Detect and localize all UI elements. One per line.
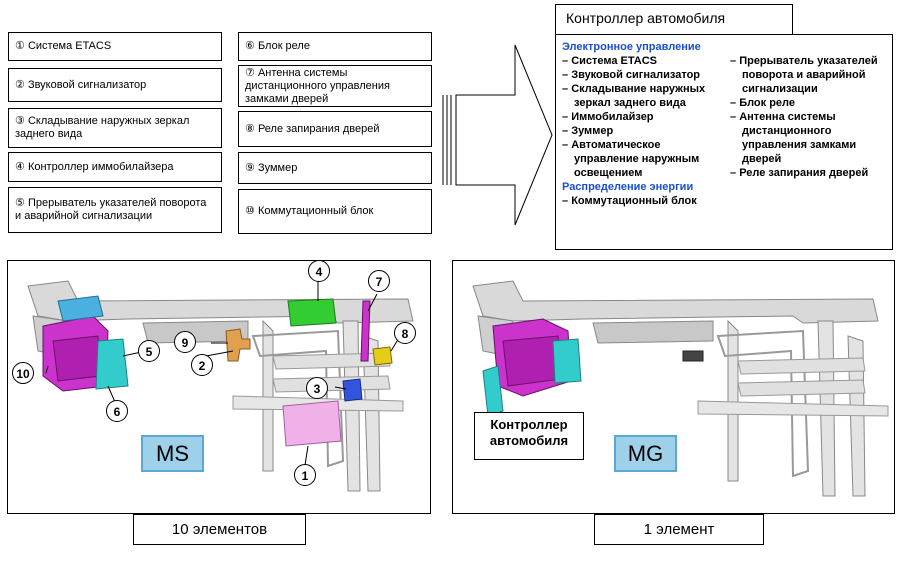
callout-9: 9 (174, 331, 196, 353)
callout-10: 10 (12, 362, 34, 384)
legend-item-9: ⑨ Зуммер (238, 152, 432, 184)
controller-item: – Реле запирания дверей (730, 167, 869, 179)
legend-text-10: Коммутационный блок (257, 205, 374, 217)
legend-text-2: Звуковой сигнализатор (27, 78, 147, 91)
section-electronic: Электронное управление (562, 41, 701, 53)
legend-item-1: ① Система ETACS (8, 32, 222, 61)
legend-item-5: ⑤ Прерыватель указателей поворота и авар… (8, 187, 222, 233)
callout-5: 5 (138, 340, 160, 362)
ms-dashboard-illustration (27, 280, 414, 492)
legend-item-3: ③ Складывание наружных зеркал заднего ви… (8, 108, 222, 148)
ms-badge: MS (141, 435, 204, 472)
controller-item: – Складывание наружных зеркал заднего ви… (562, 83, 706, 109)
legend-item-8: ⑧ Реле запирания дверей (238, 111, 432, 147)
controller-label: Контроллер автомобиля (474, 412, 584, 460)
legend-item-10: ⑩ Коммутационный блок (238, 189, 432, 234)
controller-item: – Прерыватель указателей поворота и авар… (730, 55, 878, 95)
ms-caption: 10 элементов (133, 514, 306, 545)
callout-6: 6 (106, 400, 128, 422)
controller-item: – Звуковой сигнализатор (562, 69, 701, 81)
legend-text-6: Блок реле (257, 40, 310, 52)
section-power: Распределение энергии (562, 181, 694, 193)
mg-dashboard-illustration (472, 280, 889, 497)
controller-item: – Антенна системы дистанционного управле… (730, 111, 857, 165)
controller-title: Контроллер автомобиля (555, 4, 793, 35)
callout-2: 2 (191, 354, 213, 376)
legend-item-4: ④ Контроллер иммобилайзера (8, 152, 222, 182)
mg-badge: MG (614, 435, 677, 472)
legend-text-1: Система ETACS (27, 40, 112, 52)
controller-item: – Автоматическое управление наружным осв… (562, 139, 700, 179)
legend-item-6: ⑥ Блок реле (238, 32, 432, 61)
legend-text-8: Реле запирания дверей (257, 122, 380, 135)
arrow-icon (442, 44, 553, 226)
controller-item: – Коммутационный блок (562, 195, 697, 207)
controller-item: – Зуммер (562, 125, 614, 137)
legend-text-9: Зуммер (257, 161, 298, 174)
callout-4: 4 (308, 260, 330, 282)
legend-text-3: Складывание наружных зеркал заднего вида (15, 115, 190, 140)
legend-text-4: Контроллер иммобилайзера (27, 160, 174, 173)
callout-1: 1 (294, 464, 316, 486)
callout-7: 7 (368, 270, 390, 292)
legend-text-5: Прерыватель указателей поворота и аварий… (15, 197, 207, 222)
callout-8: 8 (394, 322, 416, 344)
controller-item: – Система ETACS (562, 55, 658, 67)
callout-3: 3 (306, 377, 328, 399)
legend-item-2: ② Звуковой сигнализатор (8, 68, 222, 102)
mg-caption: 1 элемент (594, 514, 764, 545)
legend-item-7: ⑦ Антенна системы дистанционного управле… (238, 65, 432, 107)
controller-box (555, 34, 893, 250)
controller-item: – Блок реле (730, 97, 796, 109)
legend-text-7: Антенна системы дистанционного управлени… (245, 66, 390, 105)
controller-item: – Иммобилайзер (562, 111, 654, 123)
controller-col-2: – Прерыватель указателей поворота и авар… (730, 54, 885, 180)
controller-col-1: Электронное управление – Система ETACS –… (562, 40, 727, 208)
